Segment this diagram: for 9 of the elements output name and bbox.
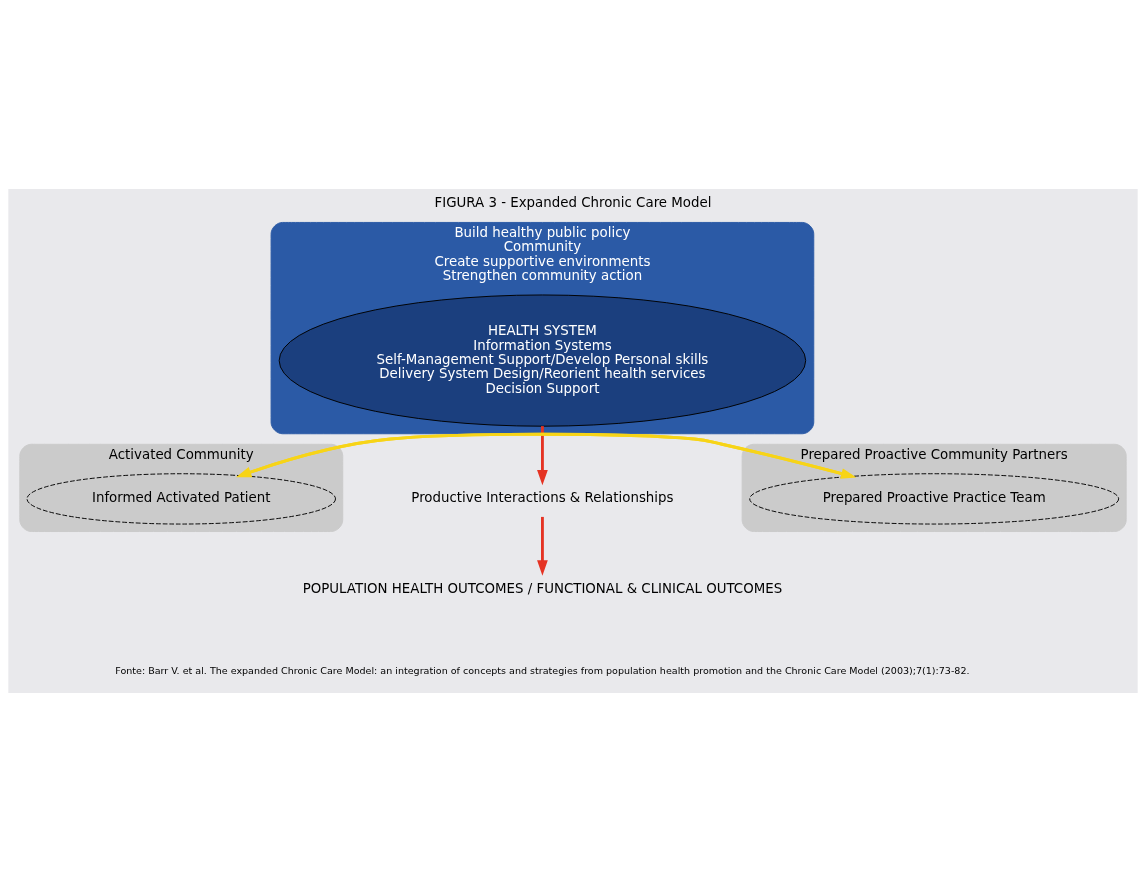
node-ellipse: Informed Activated Patient (26, 472, 336, 525)
arrow (537, 516, 548, 576)
node-ellipse: HEALTH SYSTEM Information Systems Self-Management Support/Develop Personal skills Delivery System Design/Reorient health services Decision Support (278, 293, 807, 427)
node-text: Productive Interactions & Relationships (411, 489, 674, 505)
node-text: POPULATION HEALTH OUTCOMES / FUNCTIONAL & CLINICAL OUTCOMES (302, 580, 783, 596)
diagram-title: FIGURA 3 - Expanded Chronic Care Model (434, 194, 712, 210)
caption: Fonte: Barr V. et al. The expanded Chronic Care Model: an integration of concepts and strategies from population health promotion and the Chronic Care Model (2003);7(1):73-82. (115, 664, 970, 676)
node-ellipse: Prepared Proactive Practice Team (749, 472, 1120, 525)
arrow (537, 425, 548, 485)
